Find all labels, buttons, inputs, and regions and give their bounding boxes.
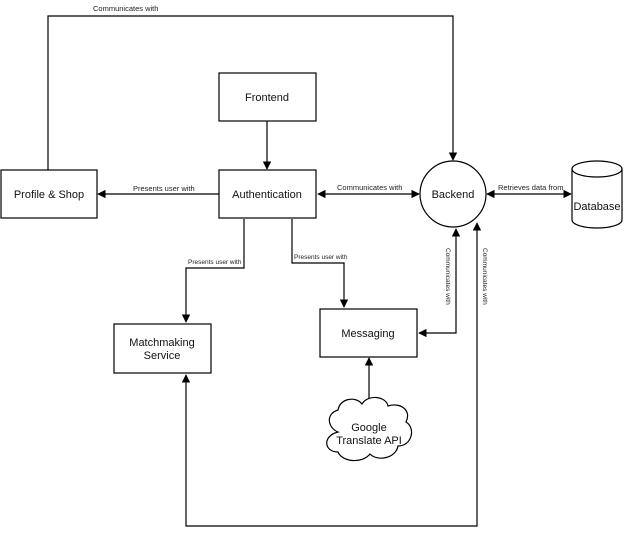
node-authentication: Authentication: [218, 169, 317, 219]
node-matchmaking-service: Matchmaking Service: [113, 323, 212, 374]
node-label-google-line2: Translate API: [336, 435, 402, 447]
node-messaging: Messaging: [319, 308, 418, 358]
node-label-matchmaking-line2: Service: [144, 350, 181, 362]
edge-backend-to-database: Retrieves data from: [486, 183, 572, 199]
node-label-backend: Backend: [432, 189, 475, 201]
edge-label-messaging-to-backend: Communicates with: [444, 248, 451, 305]
node-label-profile-shop: Profile & Shop: [14, 189, 84, 201]
edge-label-backend-to-database: Retrieves data from: [498, 183, 563, 192]
edge-label-profile-to-backend: Communicates with: [93, 4, 158, 13]
node-profile-shop: Profile & Shop: [0, 169, 98, 219]
node-database: Database: [571, 160, 623, 229]
node-frontend: Frontend: [218, 72, 317, 122]
edge-auth-to-backend: Communicates with: [317, 183, 420, 199]
node-backend: Backend: [419, 160, 487, 228]
edge-label-matchmaking-to-backend: Communicates with: [481, 248, 488, 305]
node-label-authentication: Authentication: [232, 189, 302, 201]
edge-label-auth-to-matchmaking: Presents user with: [188, 259, 242, 266]
edge-label-auth-to-backend: Communicates with: [337, 183, 402, 192]
edge-messaging-to-backend: Communicates with: [418, 228, 461, 338]
edge-auth-to-messaging: Presents user with: [291, 219, 349, 308]
node-label-google-line1: Google: [351, 422, 386, 434]
edge-label-auth-to-profile: Presents user with: [133, 184, 195, 193]
edge-auth-to-matchmaking: Presents user with: [181, 219, 245, 323]
edge-auth-to-profile: Presents user with: [97, 184, 219, 199]
edge-label-auth-to-messaging: Presents user with: [294, 254, 348, 261]
edge-matchmaking-to-backend: Communicates with: [181, 222, 488, 527]
node-label-frontend: Frontend: [245, 92, 289, 104]
node-label-matchmaking-line1: Matchmaking: [129, 337, 194, 349]
node-google-translate-api: Google Translate API: [326, 396, 413, 462]
node-label-messaging: Messaging: [341, 328, 394, 340]
node-label-database: Database: [573, 201, 620, 213]
edge-profile-to-backend: Communicates with: [47, 4, 458, 170]
